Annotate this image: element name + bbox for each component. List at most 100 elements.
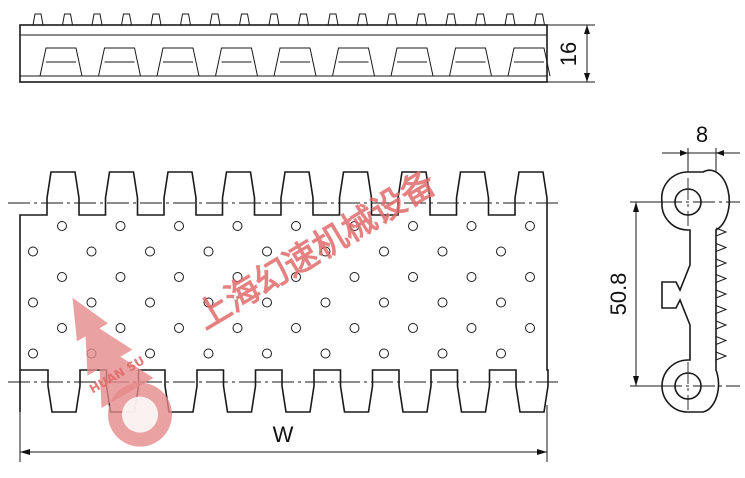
top-link <box>156 47 200 77</box>
top-tooth <box>180 13 191 26</box>
belt-hole <box>86 297 97 308</box>
belt-hole <box>262 246 272 257</box>
belt-hole <box>145 348 155 359</box>
belt-hole <box>437 348 448 359</box>
belt-hole <box>320 297 331 308</box>
belt-outline <box>19 171 549 413</box>
top-tooth <box>239 13 250 26</box>
belt-hole <box>408 221 418 231</box>
belt-hole <box>496 246 506 257</box>
belt-hole <box>379 246 389 257</box>
top-tooth <box>445 13 457 26</box>
belt-hole <box>349 323 360 333</box>
module-profile <box>660 169 731 413</box>
belt-hole <box>57 221 67 231</box>
belt-hole <box>28 348 38 359</box>
module-rib <box>715 336 728 345</box>
belt-hole <box>86 246 97 257</box>
top-link <box>273 47 317 77</box>
watermark: HUAN SU 上海幻速机械设备 <box>72 163 444 447</box>
belt-hole <box>291 221 301 231</box>
belt-hole <box>379 297 389 308</box>
top-tooth <box>62 13 73 26</box>
top-tooth <box>327 13 339 26</box>
top-link <box>449 47 492 77</box>
top-tooth <box>150 13 162 26</box>
belt-hole <box>320 348 331 359</box>
belt-hole <box>525 272 535 282</box>
side-view: 50.8 8 <box>606 122 740 413</box>
belt-hole <box>408 323 418 333</box>
belt-hole <box>349 221 360 231</box>
top-tooth <box>121 13 132 26</box>
belt-hole <box>466 272 477 282</box>
module-rib <box>715 320 728 330</box>
top-link <box>507 47 551 77</box>
belt-hole <box>262 348 272 359</box>
belt-hole <box>466 221 477 231</box>
belt-hole <box>496 297 506 308</box>
belt-hole <box>28 246 38 257</box>
top-link <box>39 47 83 77</box>
top-link <box>332 47 375 77</box>
top-tooth <box>298 13 309 26</box>
top-view-teeth <box>32 13 551 77</box>
pitch-dimension-label: 50.8 <box>606 273 631 316</box>
top-link <box>390 47 434 77</box>
top-tooth <box>32 13 44 26</box>
top-tooth <box>416 13 427 26</box>
belt-hole <box>115 323 126 333</box>
thickness-dimension-label: 8 <box>696 122 708 147</box>
belt-hole <box>291 272 301 282</box>
module-rib <box>715 258 728 268</box>
belt-hole <box>232 323 243 333</box>
belt-hole <box>525 221 535 231</box>
top-tooth <box>357 13 368 26</box>
module-rib <box>715 305 728 314</box>
top-tooth <box>534 13 545 26</box>
top-view: 16 <box>19 13 595 83</box>
belt-hole <box>232 272 243 282</box>
module-rib <box>715 227 728 237</box>
width-dimension-label: W <box>273 422 294 447</box>
belt-hole <box>203 348 214 359</box>
belt-hole <box>174 272 184 282</box>
belt-hole <box>437 297 448 308</box>
belt-hole <box>203 246 214 257</box>
belt-hole <box>174 221 184 231</box>
top-link <box>98 47 141 77</box>
belt-hole <box>291 323 301 333</box>
belt-hole <box>262 297 272 308</box>
belt-hole <box>496 348 506 359</box>
top-tooth <box>268 13 280 26</box>
belt-hole <box>145 246 155 257</box>
belt-hole <box>115 272 126 282</box>
module-rib <box>715 274 728 283</box>
belt-hole <box>145 297 155 308</box>
belt-hole <box>408 272 418 282</box>
module-rib <box>715 351 728 361</box>
belt-hole <box>466 323 477 333</box>
front-view: W <box>8 171 558 462</box>
top-link <box>215 47 258 77</box>
belt-hole <box>115 221 126 231</box>
belt-hole <box>379 348 389 359</box>
top-tooth <box>91 13 103 26</box>
height-dimension-label: 16 <box>556 42 581 66</box>
top-tooth <box>504 13 516 26</box>
top-tooth <box>475 13 486 26</box>
belt-hole <box>174 323 184 333</box>
module-rib <box>715 289 728 299</box>
top-tooth <box>386 13 398 26</box>
belt-hole <box>57 323 67 333</box>
top-tooth <box>209 13 221 26</box>
belt-hole <box>232 221 243 231</box>
watermark-text: 上海幻速机械设备 <box>189 163 444 338</box>
belt-hole <box>349 272 360 282</box>
belt-hole <box>525 323 535 333</box>
belt-hole <box>320 246 331 257</box>
module-ribs <box>715 227 728 361</box>
belt-hole <box>203 297 214 308</box>
belt-hole <box>28 297 38 308</box>
